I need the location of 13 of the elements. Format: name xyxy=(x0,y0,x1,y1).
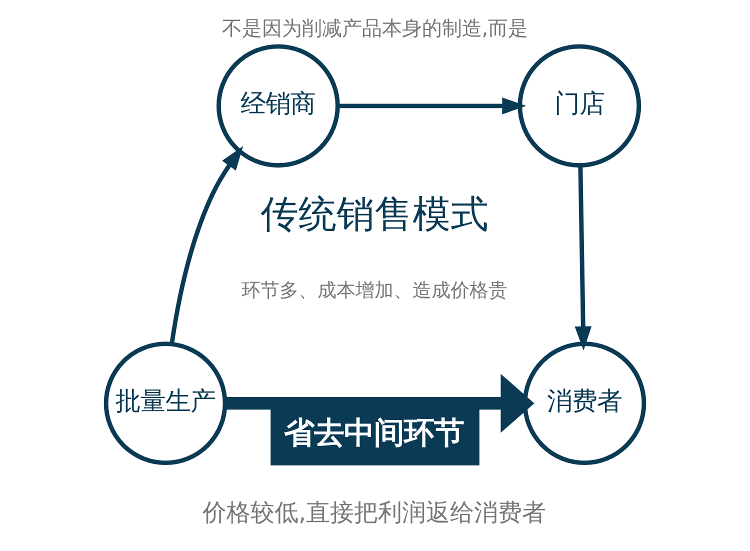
edge-label: 省去中间环节 xyxy=(284,416,464,451)
arrow xyxy=(170,146,244,344)
arrow xyxy=(225,374,534,433)
node-circle: 批量生产 xyxy=(104,342,228,466)
caption: 价格较低,直接把利润返给消费者 xyxy=(202,498,546,527)
label: 传统销售模式 xyxy=(260,194,488,236)
arrow xyxy=(338,97,526,114)
diagram-title: 不是因为削减产品本身的制造,而是 xyxy=(222,16,528,40)
node-circle: 消费者 xyxy=(522,342,646,466)
node-circle: 门店 xyxy=(518,44,642,168)
label: 环节多、成本增加、造成价格贵 xyxy=(241,279,508,302)
arrow xyxy=(574,166,592,350)
node-circle: 经销商 xyxy=(216,44,340,168)
